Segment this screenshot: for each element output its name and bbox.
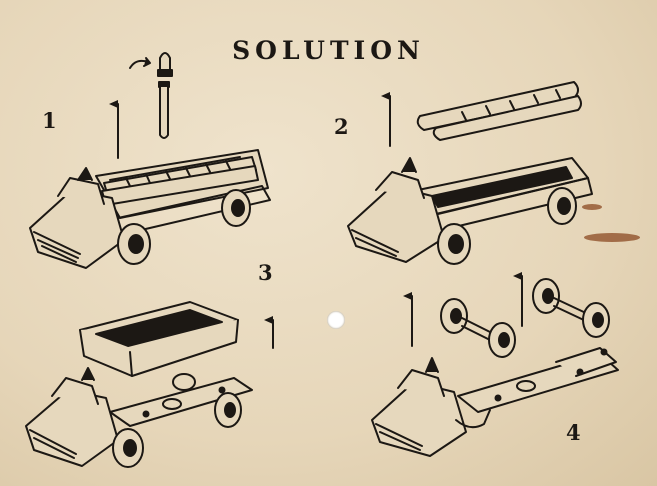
step4-wheel-axle-rear-icon bbox=[532, 278, 610, 338]
step1-fire-truck-icon bbox=[29, 149, 271, 269]
step-number-3: 3 bbox=[258, 260, 273, 285]
step4-wheel-axle-front-icon bbox=[440, 298, 516, 358]
step3-truck-chassis-icon bbox=[25, 367, 253, 468]
card-title: SOLUTION bbox=[232, 36, 425, 65]
step1-ladder-pivot-icon bbox=[129, 52, 173, 139]
step-number-1: 1 bbox=[42, 108, 57, 133]
stain-mark bbox=[582, 204, 602, 210]
step4-truck-chassis-icon bbox=[371, 347, 619, 457]
step-number-2: 2 bbox=[334, 114, 349, 139]
punched-hole-center bbox=[327, 311, 345, 329]
step3-tray-body-icon bbox=[79, 301, 239, 377]
step-number-4: 4 bbox=[566, 420, 581, 445]
stain-mark bbox=[584, 233, 640, 242]
step2-fire-truck-icon bbox=[347, 157, 593, 265]
step2-ladder-icon bbox=[416, 81, 582, 141]
